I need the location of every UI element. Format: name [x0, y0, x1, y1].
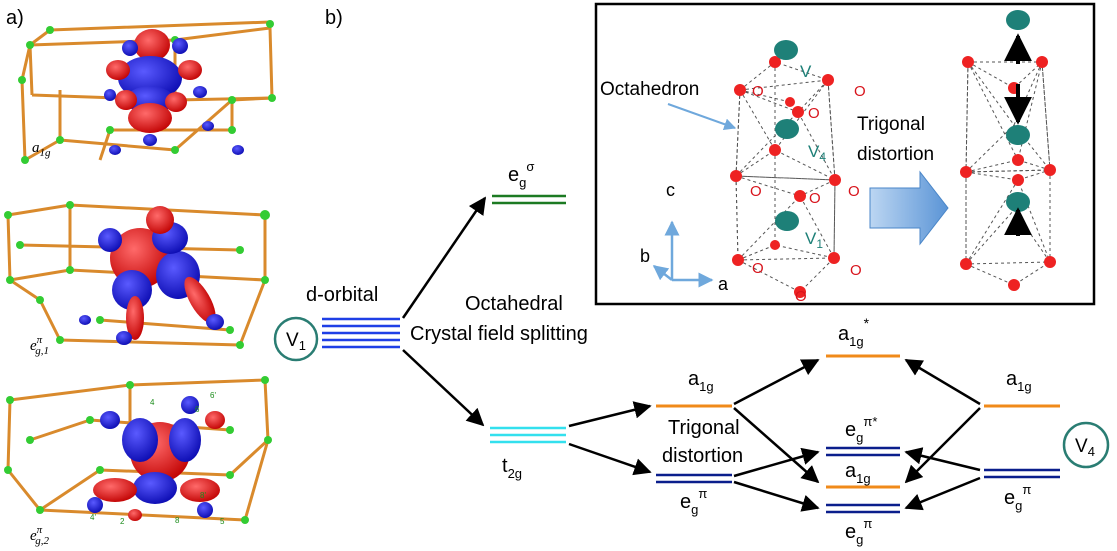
- a1g-right-label: a1g: [1006, 368, 1032, 394]
- eg-sigma-levels: [492, 194, 566, 205]
- svg-text:V: V: [800, 62, 812, 81]
- trigonal-label-line2: distortion: [662, 445, 743, 467]
- o-labels-left: O O O O O O O O O: [750, 83, 866, 305]
- orbital-label-a1g: a1g: [32, 140, 51, 159]
- a1g-mid-label: a1g: [845, 460, 871, 486]
- svg-text:V1: V1: [286, 330, 306, 353]
- eg-pi-left-levels: [656, 473, 732, 484]
- t2g-label: t2g: [502, 455, 522, 481]
- svg-text:O: O: [808, 105, 820, 122]
- octahedral-label-line1: Octahedral: [465, 293, 563, 315]
- svg-text:O: O: [752, 260, 764, 277]
- svg-text:O: O: [854, 83, 866, 100]
- svg-text:O: O: [752, 83, 764, 100]
- svg-text:O: O: [809, 190, 821, 207]
- orbital-lobes: [79, 206, 224, 345]
- big-distortion-arrow: [869, 170, 949, 246]
- eg-pi-right-levels: [984, 468, 1060, 479]
- d-orbital-label: d-orbital: [306, 284, 378, 306]
- d-orbital-levels: [322, 317, 400, 349]
- eg-sigma-label: egσ: [508, 159, 534, 190]
- v4-circle: V4: [1062, 421, 1110, 469]
- svg-text:4': 4': [90, 513, 96, 522]
- svg-text:6': 6': [210, 391, 216, 400]
- panel-label-b: b): [325, 7, 343, 29]
- v1-circle: V1: [273, 316, 319, 362]
- svg-text:V4: V4: [1075, 436, 1095, 459]
- t2g-levels: [490, 426, 566, 444]
- cage-atoms: [4, 201, 270, 349]
- svg-text:8': 8': [200, 491, 206, 500]
- panel-label-a: a): [6, 7, 24, 29]
- svg-text:O: O: [750, 183, 762, 200]
- atom-number-labels: 4 6 6' 8' 4' 8 2 5: [90, 391, 225, 526]
- cage-atoms: [18, 20, 276, 164]
- vanadium-atoms-left: [774, 40, 799, 231]
- svg-text:2: 2: [120, 517, 125, 526]
- v4-inset-label: V4: [808, 142, 826, 164]
- axis-label-b: b: [640, 246, 650, 266]
- orbital-image-a1g: a1g: [18, 20, 276, 164]
- svg-text:O: O: [848, 183, 860, 200]
- svg-text:8: 8: [175, 516, 180, 525]
- axis-label-a: a: [718, 274, 729, 294]
- orbital-lobes: [104, 29, 244, 155]
- svg-text:4: 4: [150, 398, 155, 407]
- split-arrows: [401, 196, 487, 427]
- inset-trigonal-line1: Trigonal: [857, 114, 925, 135]
- octahedral-label-line2: Crystal field splitting: [410, 323, 588, 345]
- oxygen-atoms-left: [730, 56, 841, 298]
- cage-atoms: [4, 376, 272, 524]
- eg-pi-mid-levels: [826, 503, 900, 514]
- a1g-left-label: a1g: [688, 368, 714, 394]
- v1-inset-label: V1: [805, 229, 823, 251]
- svg-text:O: O: [795, 288, 807, 305]
- mixing-arrows: [733, 358, 981, 512]
- axis-label-c: c: [666, 180, 675, 200]
- octahedron-label: Octahedron: [600, 79, 699, 100]
- inset-box: O O O O O O O O O V V4 V1 Octahedron c b…: [594, 2, 1096, 306]
- eg-pi-left-label: egπ: [680, 486, 707, 517]
- octahedron-pointer-arrow: [667, 103, 737, 131]
- v-labels-inset: V V4 V1: [800, 62, 826, 251]
- svg-text:O: O: [850, 262, 862, 279]
- svg-text:5: 5: [220, 517, 225, 526]
- inset-trigonal-line2: distortion: [857, 144, 934, 165]
- eg-pi-right-label: egπ: [1004, 482, 1031, 513]
- a1g-star-label: a1g*: [838, 315, 870, 349]
- axes: [652, 220, 714, 288]
- orbital-lobes: [87, 396, 225, 521]
- eg-pi-star-levels: [826, 446, 900, 457]
- svg-text:6: 6: [195, 405, 200, 414]
- trigonal-split-arrows: [568, 401, 652, 476]
- vanadium-atoms-right: [1006, 10, 1030, 212]
- trigonal-label-line1: Trigonal: [668, 417, 740, 439]
- eg-pi-star-label: egπ*: [845, 414, 877, 445]
- eg-pi-mid-label: egπ: [845, 516, 872, 547]
